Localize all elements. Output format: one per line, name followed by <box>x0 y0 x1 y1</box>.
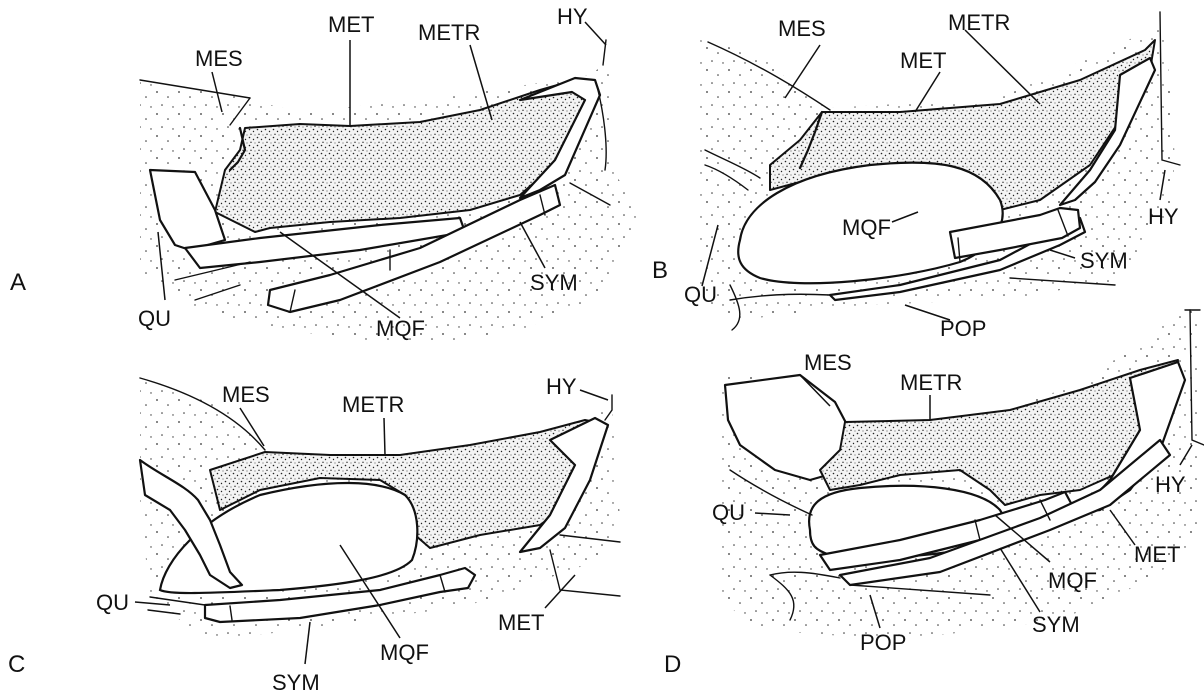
panel-c: MES METR HY QU MET MQF SYM C <box>8 374 620 695</box>
panel-a-label-qu: QU <box>138 306 171 331</box>
panel-b-label-qu: QU <box>684 282 717 307</box>
panel-b-letter: B <box>652 257 668 284</box>
panel-d-label-sym: SYM <box>1032 612 1080 637</box>
panel-b-label-mqf: MQF <box>842 215 891 240</box>
panel-d-label-met: MET <box>1134 542 1180 567</box>
panel-c-label-qu: QU <box>96 590 129 615</box>
panel-b-label-mes: MES <box>778 16 826 41</box>
panel-d-label-metr: METR <box>900 370 962 395</box>
panel-d-label-hy: HY <box>1155 472 1186 497</box>
panel-d-label-qu: QU <box>712 500 745 525</box>
panel-d: MES METR HY QU MET MQF SYM POP D <box>664 305 1204 678</box>
panel-a-label-hy: HY <box>557 4 588 29</box>
panel-c-label-metr: METR <box>342 392 404 417</box>
panel-a-label-met: MET <box>328 12 374 37</box>
panel-c-label-mes: MES <box>222 382 270 407</box>
panel-a-label-sym: SYM <box>530 270 578 295</box>
panel-a-letter: A <box>10 269 26 296</box>
panel-b-label-sym: SYM <box>1080 248 1128 273</box>
panel-b-label-hy: HY <box>1148 204 1179 229</box>
panel-a-label-mes: MES <box>195 46 243 71</box>
panel-d-label-pop: POP <box>860 630 906 655</box>
panel-a: MET MES METR HY QU MQF SYM A <box>10 4 640 345</box>
panel-c-label-sym: SYM <box>272 670 320 695</box>
panel-c-label-met: MET <box>498 610 544 635</box>
panel-c-letter: C <box>8 651 25 678</box>
panel-a-label-metr: METR <box>418 20 480 45</box>
panel-d-label-mqf: MQF <box>1048 568 1097 593</box>
panel-b-label-met: MET <box>900 48 946 73</box>
panel-c-label-hy: HY <box>546 374 577 399</box>
panel-b-label-pop: POP <box>940 316 986 341</box>
panel-a-label-mqf: MQF <box>376 316 425 341</box>
panel-b-label-metr: METR <box>948 10 1010 35</box>
panel-d-label-mes: MES <box>804 350 852 375</box>
panel-b: MES METR MET MQF HY SYM QU POP B <box>652 10 1180 341</box>
panel-c-label-mqf: MQF <box>380 640 429 665</box>
panel-d-letter: D <box>664 651 681 678</box>
